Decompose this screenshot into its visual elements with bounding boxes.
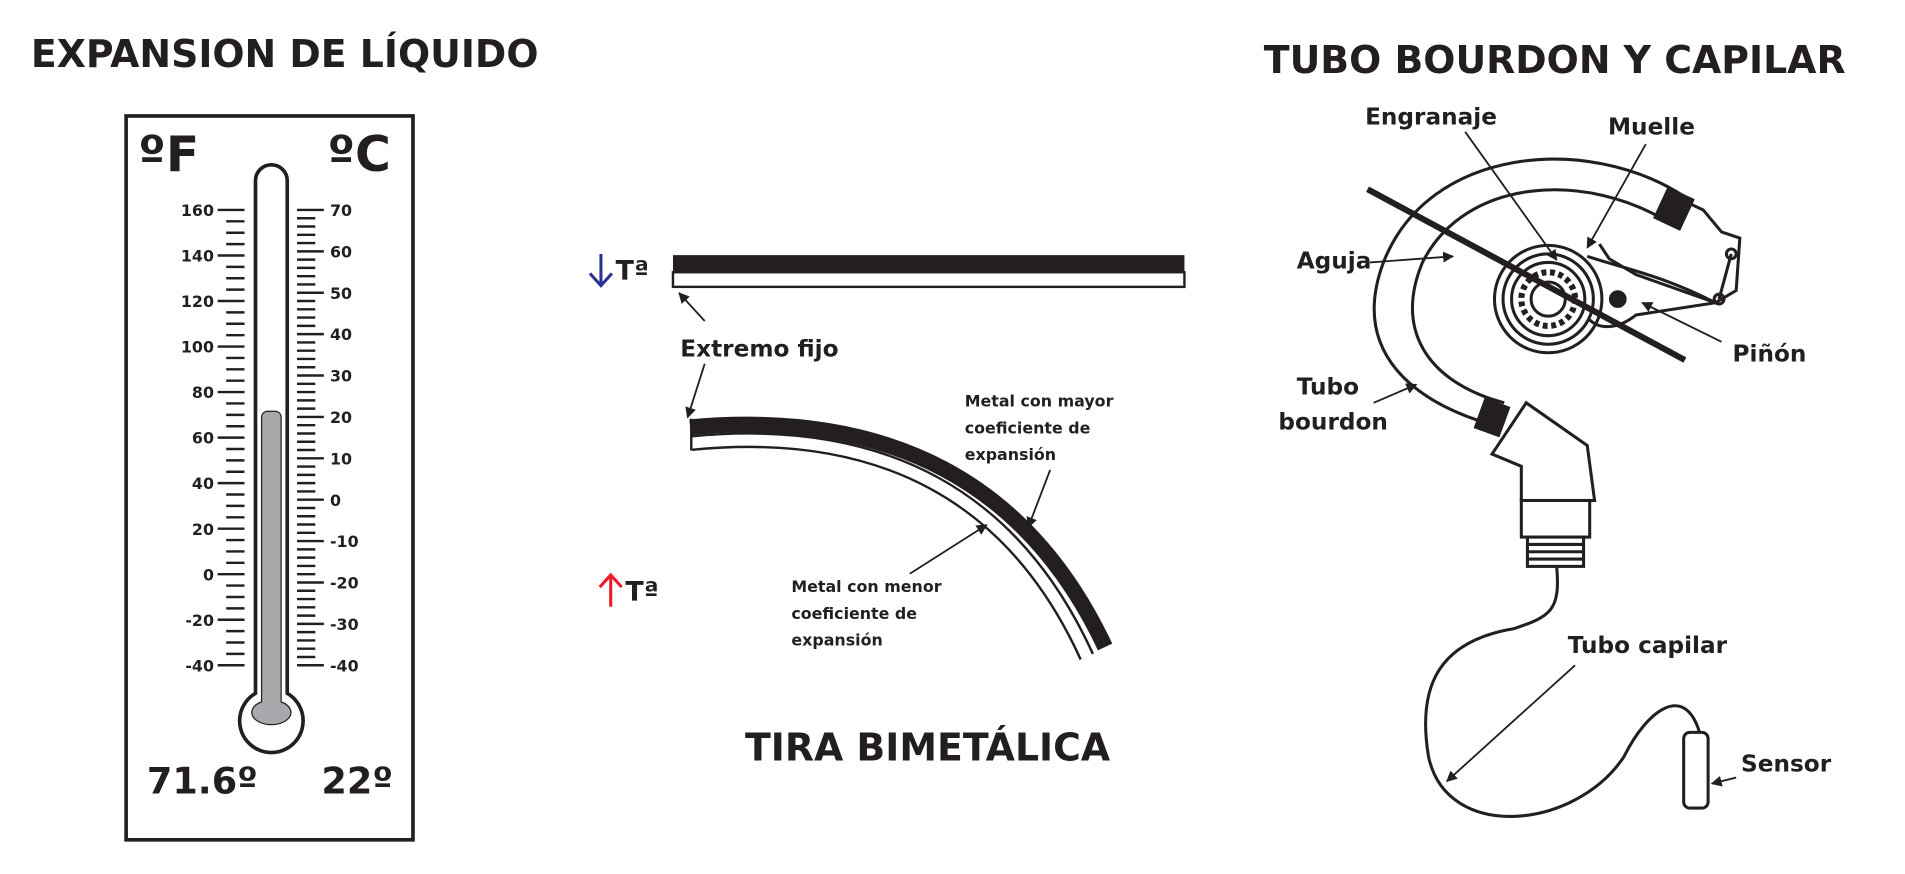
- spring-label: Muelle: [1608, 113, 1695, 140]
- fahrenheit-tick-label: 40: [192, 474, 214, 493]
- celsius-tick-label: 60: [330, 242, 352, 261]
- bourdon-section: TUBO BOURDON Y CAPILAR Engranaje: [1264, 38, 1846, 818]
- needle-label: Aguja: [1297, 248, 1372, 275]
- reading-fahrenheit: 71.6º: [147, 759, 258, 802]
- straight-strip-low-metal: [671, 270, 1186, 289]
- celsius-tick-label: 20: [330, 408, 352, 427]
- high-coefficient-line2: coeficiente de: [965, 418, 1091, 437]
- fahrenheit-tick-label: 120: [181, 292, 214, 311]
- hot-temperature-label: Tª: [625, 577, 658, 608]
- liquid-expansion-title: EXPANSION DE LÍQUIDO: [31, 32, 539, 76]
- straight-strip-high-metal: [672, 255, 1185, 273]
- pinion-label: Piñón: [1733, 340, 1807, 367]
- fahrenheit-tick-label: -40: [185, 656, 214, 675]
- fahrenheit-tick-label: 160: [181, 201, 214, 220]
- pinion-arrow: [1641, 301, 1722, 343]
- capillary-arrow: [1446, 664, 1576, 782]
- liquid-expansion-section: EXPANSION DE LÍQUIDO ºF ºC 1601401201008…: [31, 32, 539, 842]
- cold-temperature-label: Tª: [616, 256, 649, 287]
- fahrenheit-tick-label: 140: [181, 247, 214, 266]
- fixed-end-arrow-top: [678, 292, 706, 322]
- sensor-label: Sensor: [1741, 750, 1832, 777]
- high-coefficient-line1: Metal con mayor: [965, 391, 1114, 410]
- curved-strip-low-metal: [690, 432, 1094, 661]
- low-coefficient-arrow: [909, 524, 988, 575]
- gear-label: Engranaje: [1365, 104, 1497, 131]
- celsius-unit: ºC: [328, 126, 391, 183]
- bourdon-tube-arrow: [1373, 383, 1418, 404]
- fahrenheit-tick-label: 100: [181, 338, 214, 357]
- sensor-arrow: [1710, 775, 1737, 787]
- fahrenheit-tick-label: 60: [192, 429, 214, 448]
- mercury-column: [251, 410, 292, 726]
- bimetal-title: TIRA BIMETÁLICA: [745, 725, 1111, 769]
- celsius-tick-label: 30: [330, 367, 352, 386]
- bourdon-tube-label-line2: bourdon: [1278, 409, 1388, 436]
- bourdon-tube-label-line1: Tubo: [1297, 373, 1359, 400]
- fahrenheit-tick-label: 80: [192, 383, 214, 402]
- celsius-tick-label: 70: [330, 201, 352, 220]
- bourdon-title: TUBO BOURDON Y CAPILAR: [1264, 38, 1846, 82]
- celsius-tick-label: 0: [330, 491, 341, 510]
- gear-arrow: [1464, 131, 1558, 261]
- celsius-tick-label: 40: [330, 325, 352, 344]
- celsius-tick-label: 10: [330, 449, 352, 468]
- bourdon-tube-drawing: [1372, 157, 1742, 818]
- needle: [1366, 186, 1687, 363]
- low-coefficient-line1: Metal con menor: [791, 577, 941, 596]
- fixed-end-arrow-bottom: [685, 363, 706, 419]
- celsius-tick-label: 50: [330, 284, 352, 303]
- reading-celsius: 22º: [321, 759, 393, 802]
- bimetal-section: Tª Extremo fijo Metal con mayor coeficie…: [588, 253, 1186, 769]
- spring-arrow: [1586, 143, 1647, 249]
- needle-arrow: [1369, 251, 1455, 264]
- temperature-down-icon: [588, 253, 614, 288]
- capillary-label: Tubo capilar: [1568, 632, 1728, 659]
- fixed-end-label: Extremo fijo: [680, 335, 838, 362]
- celsius-tick-label: -10: [330, 532, 359, 551]
- low-coefficient-line2: coeficiente de: [791, 604, 917, 623]
- temperature-up-icon: [598, 572, 623, 607]
- high-coefficient-line3: expansión: [965, 445, 1056, 464]
- fahrenheit-tick-label: 20: [192, 520, 214, 539]
- thermometer-ticks: [217, 208, 324, 667]
- fahrenheit-tick-label: 0: [203, 565, 214, 584]
- high-coefficient-arrow: [1026, 469, 1052, 529]
- celsius-tick-label: -30: [330, 615, 359, 634]
- fahrenheit-unit: ºF: [138, 126, 199, 183]
- fahrenheit-tick-label: -20: [185, 611, 214, 630]
- low-coefficient-line3: expansión: [791, 631, 882, 650]
- celsius-tick-label: -20: [330, 574, 359, 593]
- curved-strip-high-metal: [689, 416, 1113, 651]
- celsius-tick-label: -40: [330, 656, 359, 675]
